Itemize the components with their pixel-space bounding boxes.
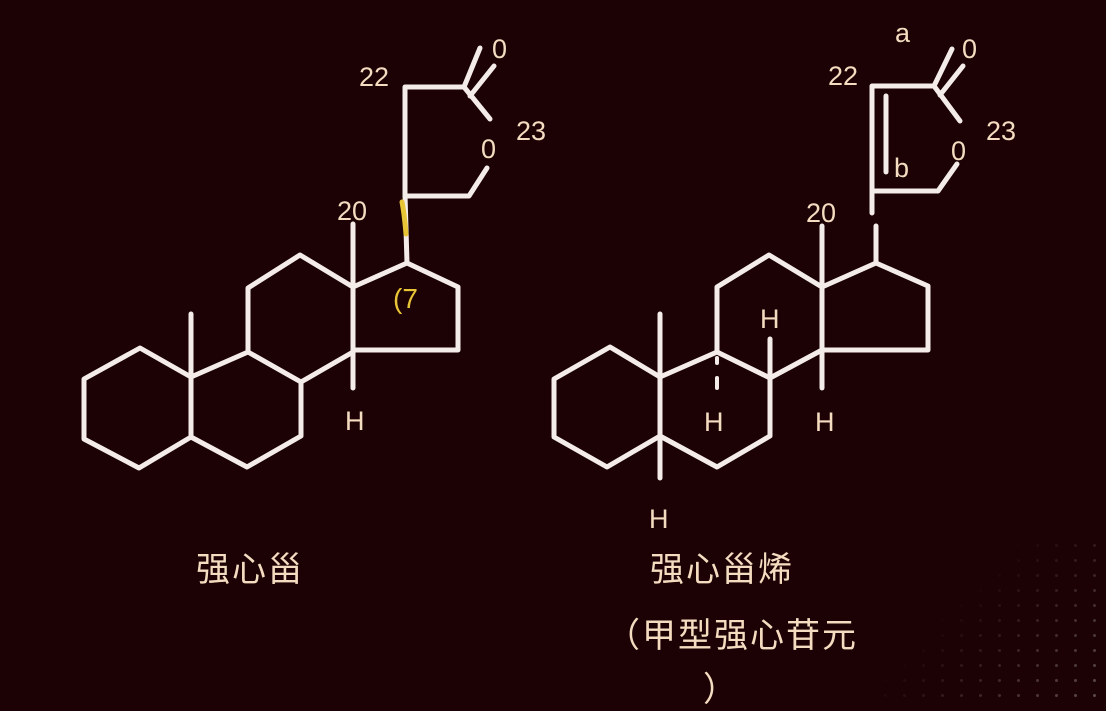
bond-b-label: b bbox=[894, 153, 909, 183]
lactone-ring bbox=[402, 84, 493, 199]
c17-annotation: (7 bbox=[393, 283, 418, 314]
right-structure-subtitle-close: ） bbox=[703, 670, 739, 710]
ring-c bbox=[245, 252, 356, 385]
carbonyl-bond-1 bbox=[931, 46, 955, 89]
carbonyl-bond-2 bbox=[467, 63, 497, 99]
ring-c bbox=[714, 252, 825, 381]
cardenolide-ene-structure: a 22 0 b 0 23 20 H H H H bbox=[551, 18, 1016, 534]
steroid-skeleton-bonds bbox=[81, 45, 497, 471]
carbonyl-bond-2 bbox=[937, 63, 966, 98]
h-label-c8: H bbox=[760, 304, 780, 334]
carbonyl-bond-1 bbox=[461, 45, 483, 90]
ring-d bbox=[350, 260, 461, 353]
h-label-c5: H bbox=[649, 504, 669, 534]
c23-label: 23 bbox=[516, 116, 546, 146]
ring-a bbox=[551, 344, 663, 470]
h-label-c9: H bbox=[704, 407, 724, 437]
h-label-c14: H bbox=[815, 407, 835, 437]
decorative-dot-pattern bbox=[876, 538, 1106, 708]
lactone-ring-lower bbox=[869, 161, 960, 194]
bond-a-label: a bbox=[895, 18, 911, 48]
ring-a bbox=[81, 345, 194, 471]
c23-label: 23 bbox=[986, 116, 1016, 146]
lactone-ring-lower bbox=[402, 165, 490, 199]
ring-b bbox=[188, 349, 304, 470]
carbonyl-oxygen-label: 0 bbox=[492, 34, 507, 64]
lactone-ring bbox=[869, 83, 963, 216]
steroid-skeleton-bonds bbox=[551, 46, 966, 481]
ring-d bbox=[819, 260, 931, 353]
highlight-mark bbox=[399, 199, 409, 237]
right-structure-subtitle: （甲型强心苷元 bbox=[606, 616, 858, 656]
left-structure-name: 强心甾 bbox=[196, 550, 304, 590]
carbonyl-oxygen-label: 0 bbox=[962, 34, 977, 64]
c22-label: 22 bbox=[359, 62, 389, 92]
ring-b bbox=[657, 349, 773, 470]
c20-label: 20 bbox=[806, 198, 836, 228]
cardenolide-structure: 22 0 0 23 20 H (7 bbox=[81, 34, 546, 471]
ring-oxygen-label: 0 bbox=[481, 134, 496, 164]
c20-label: 20 bbox=[337, 196, 367, 226]
h-label-c14: H bbox=[345, 406, 365, 436]
c22-label: 22 bbox=[828, 61, 858, 91]
ring-oxygen-label: 0 bbox=[951, 136, 966, 166]
right-structure-name: 强心甾烯 bbox=[650, 550, 794, 590]
